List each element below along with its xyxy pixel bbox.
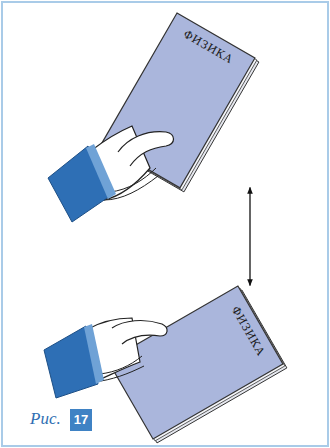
sleeve-cuff <box>84 324 104 384</box>
double-arrow <box>249 187 250 285</box>
upper-hand <box>48 126 174 222</box>
fingers <box>94 356 144 382</box>
sleeve-cuff <box>86 144 116 199</box>
book-cover <box>102 13 255 188</box>
lower-hand <box>44 318 167 398</box>
fingers <box>104 168 158 200</box>
figure-number: 17 <box>70 409 92 431</box>
book: ФИЗИКА <box>102 13 255 188</box>
book-shape <box>102 13 255 188</box>
palm <box>92 126 150 200</box>
book-cover <box>108 286 283 439</box>
thumb <box>118 132 174 166</box>
palm <box>86 318 140 382</box>
book-shape <box>108 286 283 439</box>
figure-caption: Рис. <box>30 409 61 429</box>
book: ФИЗИКА <box>108 286 283 439</box>
sleeve <box>48 146 110 222</box>
frame-border <box>2 2 328 446</box>
sleeve <box>44 326 98 398</box>
thumb <box>112 321 167 344</box>
